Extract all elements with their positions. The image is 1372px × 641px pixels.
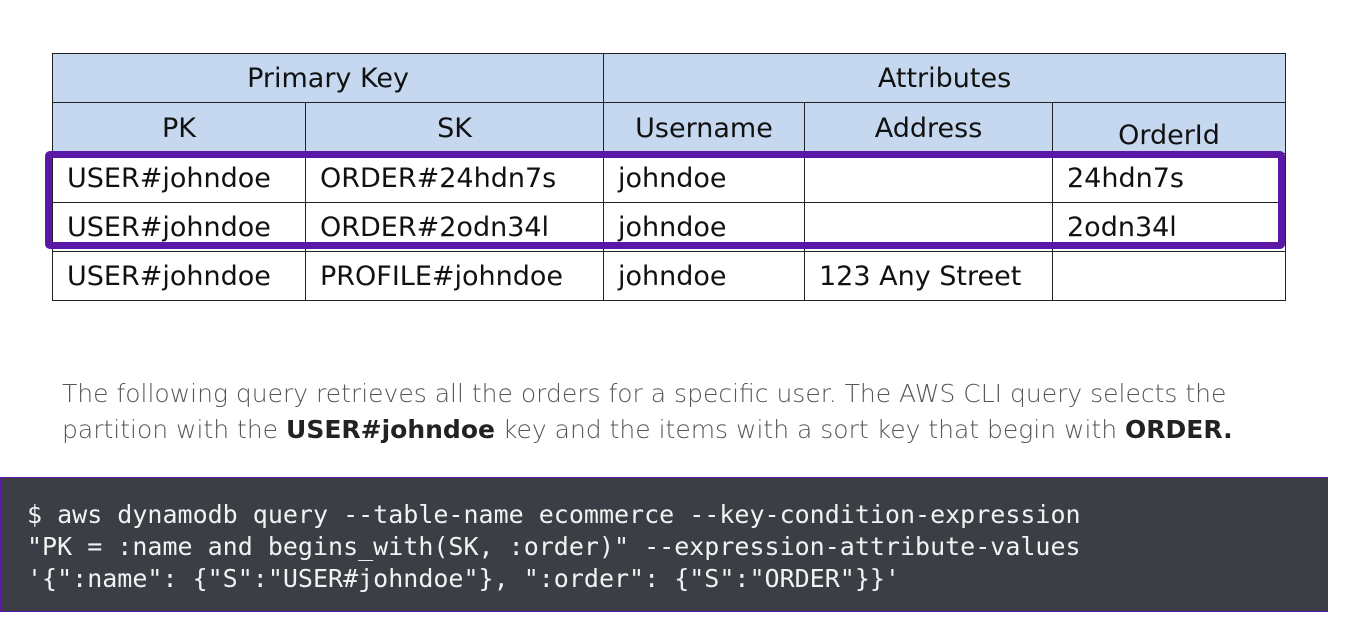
code-line-3: '{":name": {"S":"USER#johndoe"}, ":order…: [27, 564, 900, 593]
caption-text-1: The following query retrieves all the or…: [62, 379, 1227, 444]
group-header-row: Primary Key Attributes: [52, 53, 1287, 103]
column-header-username: Username: [603, 102, 805, 154]
caption-text-2: key and the items with a sort key that b…: [494, 415, 1126, 444]
query-description: The following query retrieves all the or…: [62, 376, 1332, 448]
cell-orderid: 24hdn7s: [1051, 153, 1287, 203]
cli-code-block: $ aws dynamodb query --table-name ecomme…: [0, 477, 1328, 612]
cell-pk: USER#johndoe: [52, 251, 306, 301]
caption-sort-key-prefix: ORDER: [1125, 415, 1224, 444]
cli-command: $ aws dynamodb query --table-name ecomme…: [1, 478, 1327, 595]
column-header-orderid: OrderId: [1051, 102, 1287, 154]
cell-orderid: [1051, 251, 1287, 301]
caption-period: .: [1223, 415, 1233, 444]
cell-username: johndoe: [603, 251, 805, 301]
cell-sk: ORDER#2odn34l: [305, 202, 604, 252]
cell-username: johndoe: [603, 153, 805, 203]
cell-address: [804, 202, 1053, 252]
cell-sk: ORDER#24hdn7s: [305, 153, 604, 203]
column-header-row: PK SK Username Address OrderId: [52, 102, 1287, 154]
code-line-1: $ aws dynamodb query --table-name ecomme…: [27, 500, 1081, 529]
cell-address: 123 Any Street: [804, 251, 1053, 301]
cell-username: johndoe: [603, 202, 805, 252]
column-header-address: Address: [804, 102, 1053, 154]
column-header-sk: SK: [305, 102, 604, 154]
group-header-primary-key: Primary Key: [52, 53, 604, 103]
code-line-2: "PK = :name and begins_with(SK, :order)"…: [27, 532, 1081, 561]
group-header-attributes: Attributes: [602, 53, 1287, 103]
column-header-pk: PK: [52, 102, 306, 154]
cell-address: [804, 153, 1053, 203]
caption-partition-key: USER#johndoe: [286, 415, 495, 444]
item-collection-table-wrap: Primary Key Attributes PK SK Username Ad…: [52, 53, 1287, 301]
cell-orderid: 2odn34l: [1051, 202, 1287, 252]
table-row: USER#johndoe PROFILE#johndoe johndoe 123…: [52, 251, 1287, 301]
table-row: USER#johndoe ORDER#24hdn7s johndoe 24hdn…: [52, 153, 1287, 203]
item-collection-table: Primary Key Attributes PK SK Username Ad…: [52, 53, 1287, 301]
cell-pk: USER#johndoe: [52, 202, 306, 252]
cell-sk: PROFILE#johndoe: [305, 251, 604, 301]
cell-pk: USER#johndoe: [52, 153, 306, 203]
table-row: USER#johndoe ORDER#2odn34l johndoe 2odn3…: [52, 202, 1287, 252]
